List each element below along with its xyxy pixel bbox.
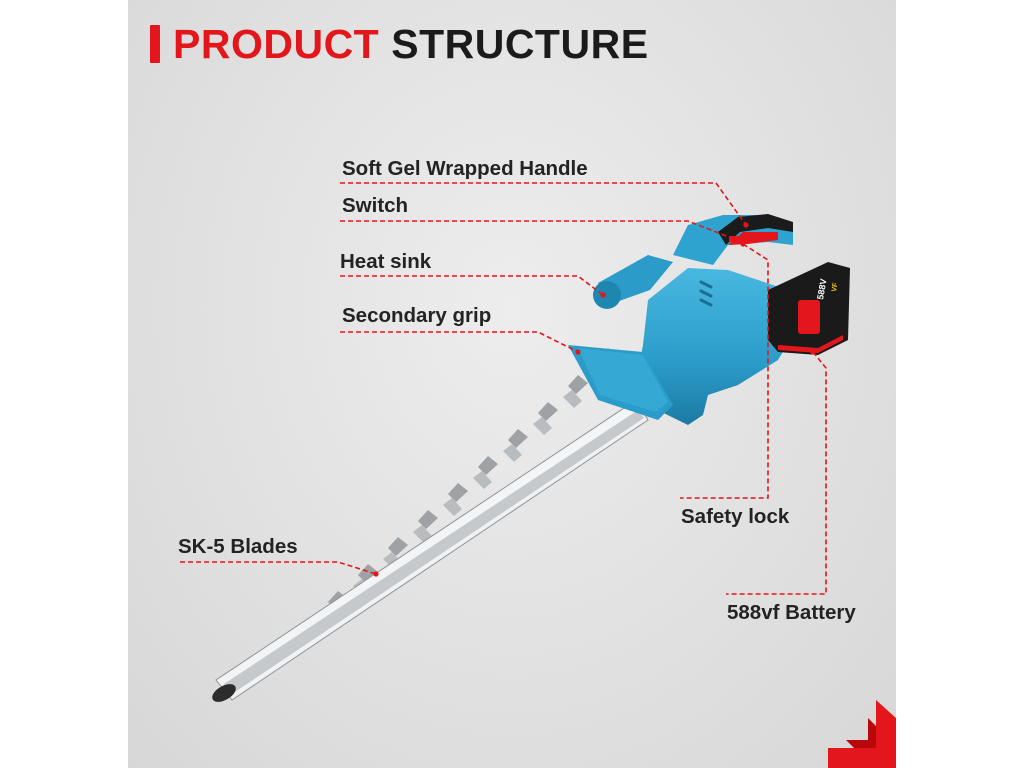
label-sk5-blades: SK-5 Blades	[178, 535, 298, 558]
leader-battery	[726, 351, 827, 595]
label-switch: Switch	[342, 194, 409, 217]
battery-badge: VF	[831, 282, 840, 293]
title-accent-bar	[150, 25, 160, 63]
label-safety-lock: Safety lock	[681, 505, 790, 528]
heat-sink-vents	[699, 280, 713, 307]
leader-safety-lock	[680, 243, 769, 499]
leader-blades	[180, 561, 377, 575]
label-soft-gel-handle: Soft Gel Wrapped Handle	[342, 157, 588, 180]
battery-pack: 588V VF	[768, 262, 850, 355]
product-canvas: PRODUCT STRUCTURE	[128, 0, 896, 768]
motor-housing	[633, 268, 808, 425]
title-structure: STRUCTURE	[391, 20, 649, 67]
blade-center-rail	[224, 410, 644, 694]
leader-lines	[180, 182, 827, 595]
leader-secondary-grip	[340, 331, 579, 353]
label-secondary-grip: Secondary grip	[342, 304, 492, 327]
leader-handle	[340, 182, 747, 226]
leader-endpoints	[373, 222, 816, 577]
blade-tip-guard	[212, 684, 236, 702]
sk5-blade-assembly	[212, 348, 649, 702]
soft-gel-handle-grip	[718, 214, 793, 245]
leader-switch	[340, 220, 735, 240]
label-heat-sink: Heat sink	[340, 250, 432, 273]
hedge-trimmer-illustration: 588V VF	[180, 182, 896, 768]
battery-voltage: 588V	[815, 278, 829, 300]
trimmer-body	[568, 214, 808, 425]
trigger-switch	[728, 232, 778, 245]
label-battery: 588vf Battery	[727, 601, 856, 624]
battery-logo	[798, 300, 820, 334]
corner-arrow-icon	[828, 700, 896, 768]
front-handle-end	[593, 281, 621, 309]
page-title: PRODUCT STRUCTURE	[150, 18, 649, 70]
title-product: PRODUCT	[173, 20, 380, 67]
leader-heat-sink	[340, 275, 604, 296]
